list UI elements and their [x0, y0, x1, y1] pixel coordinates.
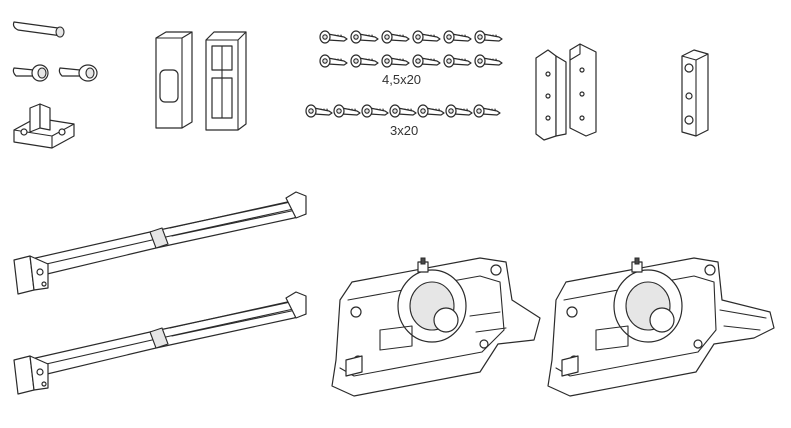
end-cap-icon [155, 31, 193, 129]
screw-icon [333, 104, 361, 118]
screw-icon [381, 30, 410, 44]
screw-icon [350, 30, 379, 44]
stopper-block-icon [681, 49, 709, 137]
screw-icon [361, 104, 389, 118]
screw-icon [474, 54, 503, 68]
screw-icon [305, 104, 333, 118]
damper-rail-icon [13, 291, 307, 395]
guide-bracket-icon [13, 103, 75, 149]
angle-bracket-icon [569, 43, 597, 137]
screw-icon [319, 54, 348, 68]
bolt-icon [12, 64, 49, 82]
screw-icon [474, 30, 503, 44]
screw-group-large [319, 30, 503, 68]
screw-icon [350, 54, 379, 68]
screw-icon [412, 54, 441, 68]
screw-size-label-small: 3x20 [390, 123, 419, 138]
screw-icon [417, 104, 445, 118]
screw-icon [443, 54, 472, 68]
screw-size-label-large: 4,5x20 [382, 72, 422, 87]
screw-icon [412, 30, 441, 44]
roller-carriage-icon [331, 257, 541, 397]
angle-bracket-icon [535, 49, 567, 141]
bolt-icon [58, 64, 98, 82]
screw-icon [319, 30, 348, 44]
screw-icon [473, 104, 501, 118]
screw-icon [443, 30, 472, 44]
screw-icon [445, 104, 473, 118]
screw-icon [389, 104, 417, 118]
clip-holder-icon [205, 31, 247, 131]
screw-icon [381, 54, 410, 68]
screw-group-small [305, 104, 501, 118]
pin-icon [12, 21, 65, 38]
roller-carriage-icon [547, 257, 775, 397]
damper-rail-icon [13, 191, 307, 295]
